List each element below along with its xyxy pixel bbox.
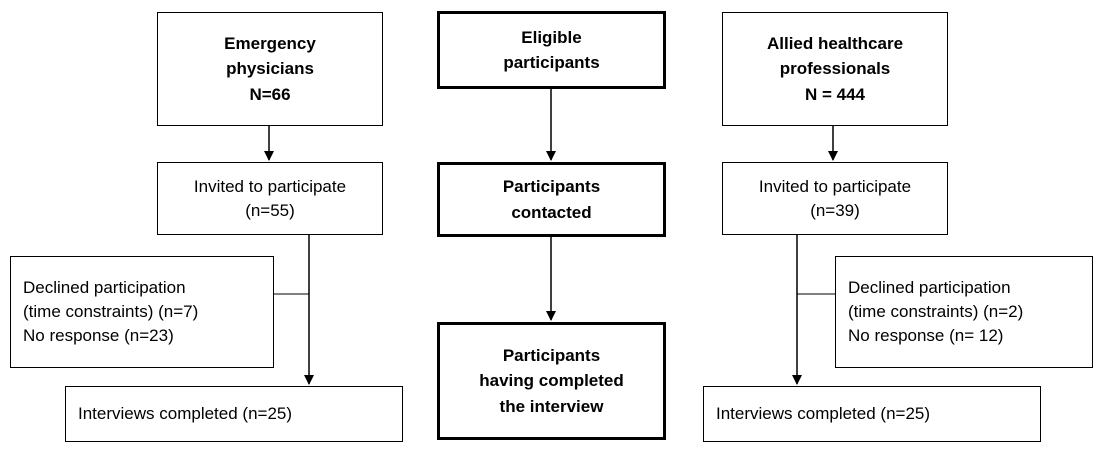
right-excluded-line-3: No response (n= 12)	[848, 325, 1004, 345]
left-population-box: Emergency physicians N=66	[157, 12, 383, 126]
right-population-line-2: professionals	[779, 59, 891, 79]
left-excluded-line-3: No response (n=23)	[23, 325, 174, 345]
center-completed-line-1: Participants	[502, 345, 601, 365]
right-excluded-box: Declined participation (time constraints…	[835, 256, 1093, 368]
right-completed-box: Interviews completed (n=25)	[703, 386, 1041, 442]
center-eligible-line-2: participants	[503, 53, 600, 72]
center-eligible-line-1: Eligible	[521, 27, 582, 47]
right-population-line-3: N = 444	[804, 84, 865, 104]
left-invited-box: Invited to participate (n=55)	[157, 162, 383, 235]
right-invited-line-2: (n=39)	[810, 200, 860, 220]
center-contacted-box: Participants contacted	[437, 162, 666, 237]
left-population-line-1: Emergency	[224, 33, 316, 53]
right-excluded-line-1: Declined participation	[848, 278, 1011, 298]
left-excluded-line-1: Declined participation	[23, 278, 186, 298]
left-invited-line-2: (n=55)	[245, 200, 295, 220]
center-completed-line-3: the interview	[499, 396, 604, 416]
left-excluded-line-2: (time constraints) (n=7)	[23, 302, 199, 322]
center-eligible-box: Eligible participants	[437, 11, 666, 89]
center-completed-box: Participants having completed the interv…	[437, 322, 666, 440]
left-completed-line-1: Interviews completed (n=25)	[78, 404, 293, 424]
center-contacted-line-1: Participants	[502, 177, 601, 196]
center-completed-line-2: having completed	[479, 371, 624, 391]
left-population-line-2: physicians	[226, 59, 314, 79]
left-excluded-box: Declined participation (time constraints…	[10, 256, 274, 368]
right-invited-line-1: Invited to participate	[758, 176, 912, 196]
right-population-box: Allied healthcare professionals N = 444	[722, 12, 948, 126]
right-invited-box: Invited to participate (n=39)	[722, 162, 948, 235]
right-population-line-1: Allied healthcare	[766, 33, 904, 53]
center-contacted-line-2: contacted	[511, 202, 592, 222]
right-completed-line-1: Interviews completed (n=25)	[716, 404, 931, 424]
right-excluded-line-2: (time constraints) (n=2)	[848, 302, 1024, 322]
left-completed-box: Interviews completed (n=25)	[65, 386, 403, 442]
left-invited-line-1: Invited to participate	[193, 176, 347, 196]
left-population-line-3: N=66	[249, 84, 291, 104]
